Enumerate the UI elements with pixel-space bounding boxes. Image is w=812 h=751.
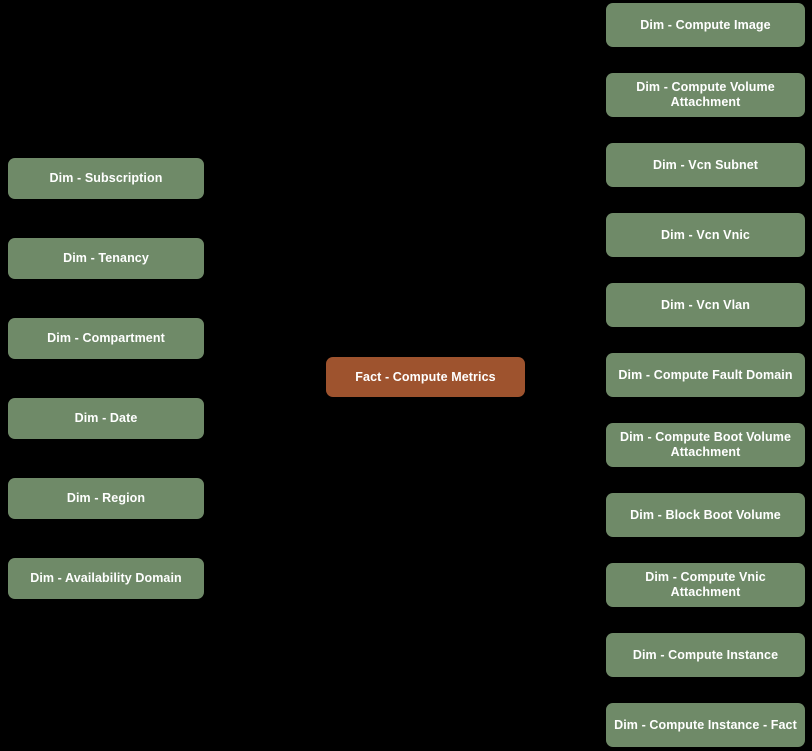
- node-label: Fact - Compute Metrics: [355, 369, 496, 384]
- dimension-node-dim-date[interactable]: Dim - Date: [8, 398, 204, 439]
- dimension-node-dim-vcn-vnic[interactable]: Dim - Vcn Vnic: [606, 213, 805, 257]
- dimension-node-dim-compute-boot-volume-attachment[interactable]: Dim - Compute Boot Volume Attachment: [606, 423, 805, 467]
- node-label: Dim - Compute Fault Domain: [618, 367, 793, 382]
- node-label: Dim - Compute Boot Volume Attachment: [619, 430, 791, 459]
- dimension-node-dim-compute-instance-fact[interactable]: Dim - Compute Instance - Fact: [606, 703, 805, 747]
- dimension-node-dim-compute-vnic-attachment[interactable]: Dim - Compute Vnic Attachment: [606, 563, 805, 607]
- dimension-node-dim-availability-domain[interactable]: Dim - Availability Domain: [8, 558, 204, 599]
- dimension-node-dim-region[interactable]: Dim - Region: [8, 478, 204, 519]
- node-label: Dim - Compute Instance - Fact: [614, 717, 797, 732]
- node-label: Dim - Date: [74, 411, 138, 425]
- node-label: Dim - Region: [66, 491, 146, 505]
- dimension-node-dim-compute-image[interactable]: Dim - Compute Image: [606, 3, 805, 47]
- node-label: Dim - Compute Vnic Attachment: [645, 570, 766, 599]
- fact-connector-stub: [519, 371, 525, 382]
- dimension-node-dim-vcn-vlan[interactable]: Dim - Vcn Vlan: [606, 283, 805, 327]
- node-label: Dim - Compartment: [47, 331, 165, 345]
- node-label: Dim - Vcn Vlan: [661, 297, 750, 312]
- dimension-node-dim-tenancy[interactable]: Dim - Tenancy: [8, 238, 204, 279]
- fact-node-fact-compute-metrics[interactable]: Fact - Compute Metrics: [326, 357, 525, 397]
- dimension-node-dim-block-boot-volume[interactable]: Dim - Block Boot Volume: [606, 493, 805, 537]
- dimension-node-dim-compute-fault-domain[interactable]: Dim - Compute Fault Domain: [606, 353, 805, 397]
- node-label: Dim - Vcn Vnic: [661, 227, 750, 242]
- dimension-node-dim-compute-volume-attachment[interactable]: Dim - Compute Volume Attachment: [606, 73, 805, 117]
- node-label: Dim - Subscription: [49, 171, 163, 185]
- node-label: Dim - Block Boot Volume: [630, 507, 781, 522]
- node-label: Dim - Compute Volume Attachment: [636, 80, 775, 109]
- node-label: Dim - Tenancy: [63, 251, 149, 265]
- node-label: Dim - Availability Domain: [30, 571, 182, 585]
- dimension-node-dim-vcn-subnet[interactable]: Dim - Vcn Subnet: [606, 143, 805, 187]
- node-label: Dim - Compute Instance: [632, 647, 779, 662]
- dimension-node-dim-compartment[interactable]: Dim - Compartment: [8, 318, 204, 359]
- dimension-node-dim-compute-instance[interactable]: Dim - Compute Instance: [606, 633, 805, 677]
- dimension-node-dim-subscription[interactable]: Dim - Subscription: [8, 158, 204, 199]
- node-label: Dim - Vcn Subnet: [652, 157, 759, 172]
- node-label: Dim - Compute Image: [640, 17, 771, 32]
